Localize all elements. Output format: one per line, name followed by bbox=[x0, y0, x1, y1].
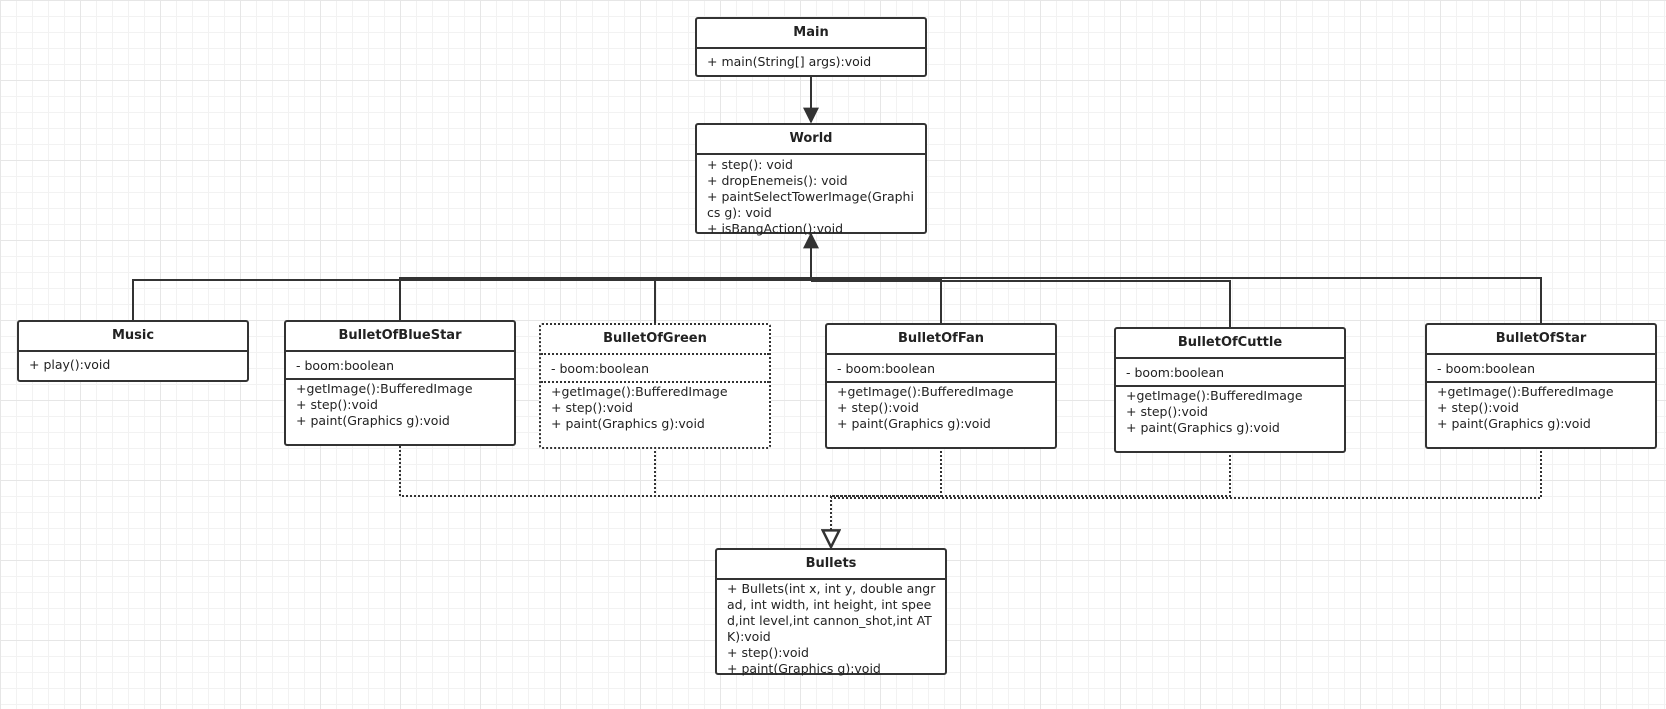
method: + isBangAction():void bbox=[707, 221, 844, 236]
class-bullet-of-star[interactable]: BulletOfStar - boom:boolean +getImage():… bbox=[1425, 323, 1657, 449]
attribute: - boom:boolean bbox=[837, 361, 936, 376]
method: + step():void bbox=[1437, 400, 1519, 415]
attributes-section: - boom:boolean bbox=[286, 352, 514, 380]
edges-to-bullets bbox=[399, 446, 1542, 547]
class-name: Bullets bbox=[717, 550, 945, 580]
class-bullet-of-green[interactable]: BulletOfGreen - boom:boolean +getImage()… bbox=[539, 323, 771, 449]
edge-bluestar-bullets bbox=[399, 446, 831, 497]
method: + step():void bbox=[837, 400, 919, 415]
class-name: BulletOfFan bbox=[827, 325, 1055, 355]
method: + paint(Graphics g):void bbox=[727, 661, 881, 676]
edge-green-world bbox=[654, 279, 811, 325]
attribute: - boom:boolean bbox=[1126, 365, 1225, 380]
method: +getImage():BufferedImage bbox=[551, 384, 728, 399]
method: +getImage():BufferedImage bbox=[1126, 388, 1303, 403]
methods-section: + main(String[] args):void bbox=[697, 49, 925, 75]
methods-section: + step(): void + dropEnemeis(): void + p… bbox=[697, 155, 925, 242]
method: + Bullets(int x, int y, double angrad, i… bbox=[727, 581, 936, 644]
class-name: BulletOfCuttle bbox=[1116, 329, 1344, 359]
class-bullet-of-blue-star[interactable]: BulletOfBlueStar - boom:boolean +getImag… bbox=[284, 320, 516, 446]
methods-section: +getImage():BufferedImage + step():void … bbox=[1116, 387, 1344, 441]
method: + dropEnemeis(): void bbox=[707, 173, 848, 188]
edge-fan-bullets bbox=[831, 447, 942, 497]
method: +getImage():BufferedImage bbox=[1437, 384, 1614, 399]
method: + paint(Graphics g):void bbox=[1126, 420, 1280, 435]
attribute: - boom:boolean bbox=[551, 361, 650, 376]
method: + paintSelectTowerImage(Graphics g): voi… bbox=[707, 189, 914, 220]
attributes-section: - boom:boolean bbox=[827, 355, 1055, 383]
edge-green-bullets bbox=[654, 447, 831, 497]
class-name: Main bbox=[697, 19, 925, 49]
class-bullet-of-cuttle[interactable]: BulletOfCuttle - boom:boolean +getImage(… bbox=[1114, 327, 1346, 453]
method: + step():void bbox=[551, 400, 633, 415]
attributes-section: - boom:boolean bbox=[1116, 359, 1344, 387]
methods-section: +getImage():BufferedImage + step():void … bbox=[1427, 383, 1655, 437]
edge-fan-world bbox=[811, 279, 942, 325]
edge-bluestar-world bbox=[399, 277, 811, 323]
edge-cuttle-bullets bbox=[831, 451, 1231, 497]
method: + paint(Graphics g):void bbox=[837, 416, 991, 431]
edges-to-world bbox=[132, 232, 1542, 329]
edge-music-world bbox=[132, 279, 811, 323]
class-main[interactable]: Main + main(String[] args):void bbox=[695, 17, 927, 77]
class-name: Music bbox=[19, 322, 247, 352]
method: + main(String[] args):void bbox=[707, 54, 872, 69]
method: + step():void bbox=[296, 397, 378, 412]
class-world[interactable]: World + step(): void + dropEnemeis(): vo… bbox=[695, 123, 927, 236]
attributes-section: - boom:boolean bbox=[1427, 355, 1655, 383]
method: + paint(Graphics g):void bbox=[296, 413, 450, 428]
class-bullets[interactable]: Bullets + Bullets(int x, int y, double a… bbox=[715, 548, 947, 676]
methods-section: +getImage():BufferedImage + step():void … bbox=[286, 380, 514, 434]
method: + play():void bbox=[29, 357, 111, 372]
class-name: BulletOfStar bbox=[1427, 325, 1655, 355]
method: + paint(Graphics g):void bbox=[1437, 416, 1591, 431]
method: + step():void bbox=[727, 645, 809, 660]
method: + step(): void bbox=[707, 157, 793, 172]
method: +getImage():BufferedImage bbox=[837, 384, 1014, 399]
method: + paint(Graphics g):void bbox=[551, 416, 705, 431]
class-bullet-of-fan[interactable]: BulletOfFan - boom:boolean +getImage():B… bbox=[825, 323, 1057, 449]
methods-section: + Bullets(int x, int y, double angrad, i… bbox=[717, 580, 945, 682]
methods-section: + play():void bbox=[19, 352, 247, 378]
edge-star-bullets bbox=[831, 447, 1542, 499]
method: + step():void bbox=[1126, 404, 1208, 419]
attributes-section: - boom:boolean bbox=[541, 355, 769, 383]
class-music[interactable]: Music + play():void bbox=[17, 320, 249, 382]
edge-cuttle-world bbox=[811, 280, 1231, 329]
class-name: BulletOfBlueStar bbox=[286, 322, 514, 352]
methods-section: +getImage():BufferedImage + step():void … bbox=[541, 383, 769, 437]
edge-star-world bbox=[811, 277, 1542, 325]
attribute: - boom:boolean bbox=[296, 358, 395, 373]
class-name: World bbox=[697, 125, 925, 155]
methods-section: +getImage():BufferedImage + step():void … bbox=[827, 383, 1055, 437]
method: +getImage():BufferedImage bbox=[296, 381, 473, 396]
class-name: BulletOfGreen bbox=[541, 325, 769, 355]
attribute: - boom:boolean bbox=[1437, 361, 1536, 376]
